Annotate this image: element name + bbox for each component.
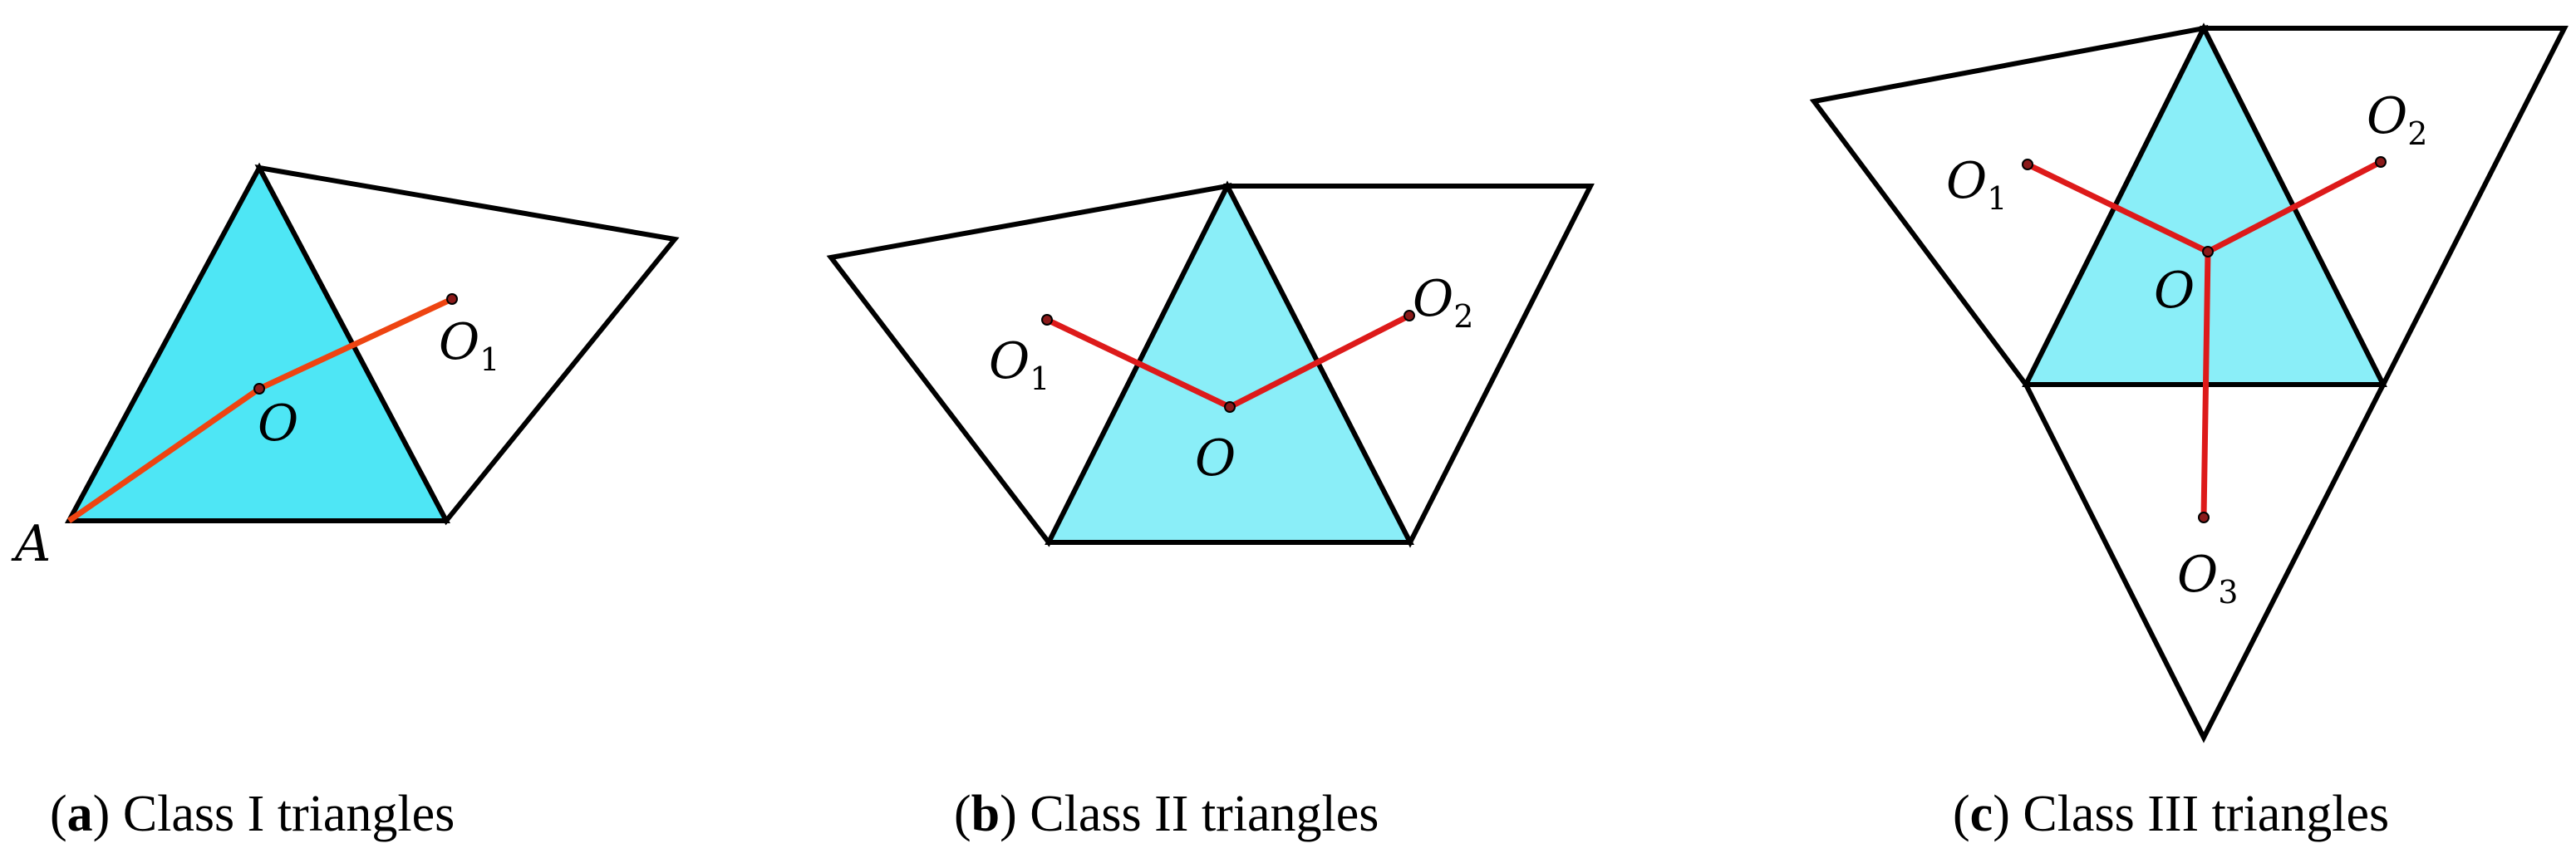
panel-c-segment-o2 [2206,159,2382,255]
panel-c-segment-o3 [2200,251,2211,518]
panel-c-caption: (c) Class III triangles [1953,786,2389,842]
panel-c-label-o: O [2154,262,2195,320]
panel-a-label-o: O [258,395,298,453]
panel-c-label-o1: O1 [1946,152,2007,217]
panel-c-label-o3: O3 [2177,546,2238,610]
panel-b-point-o [1224,401,1236,413]
panel-c-point-o2 [2375,156,2387,168]
panel-b-point-o1 [1041,314,1053,326]
panel-c-segment-o1 [2026,161,2210,255]
panel-c-label-o2: O2 [2367,87,2427,152]
panel-b-label-o1: O1 [989,332,1050,397]
panel-c-point-o3 [2198,512,2210,523]
panel-b: O O1 O2 (b) Class II triangles [826,180,1595,842]
panel-a-point-o [253,383,265,395]
panel-a-point-o1 [446,293,458,305]
panel-a: A O O1 (a) Class I triangles [11,162,680,842]
panel-c: O O1 O2 O3 (c) Class III triangles [1809,22,2569,842]
panel-a-label-o1: O1 [439,313,499,378]
panel-a-label-a: A [11,515,51,573]
panel-b-label-o: O [1195,429,1236,488]
panel-c-point-o [2202,246,2214,257]
panel-b-point-o2 [1404,310,1415,321]
panel-a-caption: (a) Class I triangles [50,786,455,842]
panel-b-label-o2: O2 [1413,270,1473,335]
panel-b-caption: (b) Class II triangles [954,786,1379,842]
panel-c-point-o1 [2022,159,2033,170]
